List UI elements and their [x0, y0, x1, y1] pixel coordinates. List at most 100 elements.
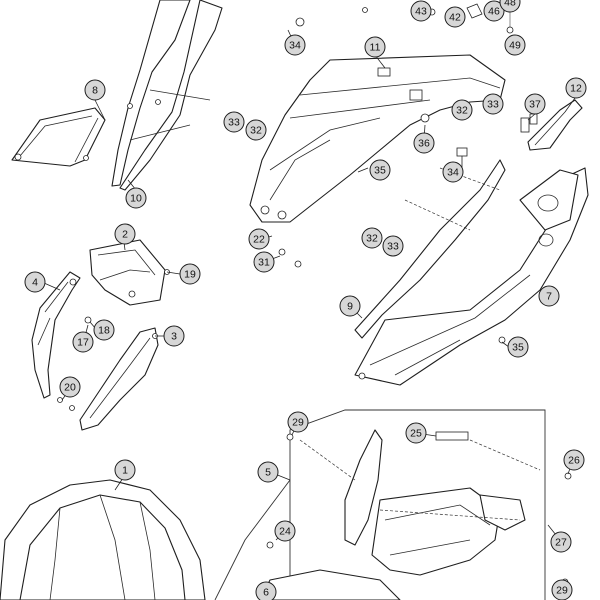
callout-circle: [369, 159, 391, 181]
callout-circle: [274, 520, 296, 542]
callout-label: 34: [447, 167, 459, 179]
callout-label: 35: [512, 342, 524, 354]
callout-circle: [93, 319, 115, 341]
callout-1: 1: [114, 459, 136, 481]
callout-circle: [339, 295, 361, 317]
callout-circle: [114, 223, 136, 245]
callout-label: 32: [250, 125, 262, 137]
callout-circle: [24, 271, 46, 293]
callout-label: 10: [130, 193, 142, 205]
callout-label: 32: [456, 105, 468, 117]
callout-label: 37: [529, 99, 541, 111]
callout-circle: [255, 581, 277, 600]
callout-label: 19: [184, 269, 196, 281]
callout-label: 11: [370, 42, 381, 54]
callout-19: 19: [179, 263, 201, 285]
callout-label: 29: [292, 417, 304, 429]
callout-29: 29: [287, 411, 309, 433]
callout-circle: [382, 235, 404, 257]
callout-label: 25: [410, 428, 422, 440]
callout-circle: [125, 187, 147, 209]
callout-circle: [72, 331, 94, 353]
callout-label: 33: [387, 241, 399, 253]
callout-circle: [451, 99, 473, 121]
callout-label: 29: [556, 585, 568, 597]
callout-circle: [248, 228, 270, 250]
callout-circle: [524, 93, 546, 115]
callout-34: 34: [442, 161, 464, 183]
callout-32: 32: [245, 119, 267, 141]
callout-circle: [413, 132, 435, 154]
callout-label: 2: [122, 229, 128, 241]
callout-circle: [179, 263, 201, 285]
callout-circle: [405, 422, 427, 444]
callout-circle: [504, 34, 526, 56]
callout-label: 34: [289, 40, 301, 52]
callout-circle: [410, 0, 432, 22]
part-side-panel-right: [354, 167, 589, 386]
callout-circle: [245, 119, 267, 141]
callout-22: 22: [248, 228, 270, 250]
callout-25: 25: [405, 422, 427, 444]
callout-24: 24: [274, 520, 296, 542]
callout-36: 36: [413, 132, 435, 154]
callout-35: 35: [507, 336, 529, 358]
callout-label: 35: [374, 165, 386, 177]
callout-circle: [223, 111, 245, 133]
callout-11: 11: [364, 36, 386, 58]
callout-label: 48: [504, 0, 516, 9]
callout-32: 32: [361, 227, 383, 249]
callout-label: 24: [279, 526, 291, 538]
callout-32: 32: [451, 99, 473, 121]
part-headlight-mask: [89, 239, 170, 306]
callout-circle: [499, 0, 521, 13]
callout-label: 1: [122, 465, 128, 477]
callout-42: 42: [444, 6, 466, 28]
callout-5: 5: [257, 461, 279, 483]
callout-2: 2: [114, 223, 136, 245]
callout-37: 37: [524, 93, 546, 115]
callout-label: 27: [555, 537, 567, 549]
callout-20: 20: [59, 376, 81, 398]
callout-circle: [482, 93, 504, 115]
part-side-rail: [354, 159, 506, 339]
callout-33: 33: [482, 93, 504, 115]
callout-4: 4: [24, 271, 46, 293]
part-fork-cover-left: [31, 271, 81, 399]
part-front-fender: [0, 479, 206, 600]
callout-label: 33: [487, 99, 499, 111]
callout-label: 26: [568, 455, 580, 467]
callout-circle: [444, 6, 466, 28]
callout-35: 35: [369, 159, 391, 181]
part-rear-fender: [249, 54, 506, 223]
callout-3: 3: [163, 325, 185, 347]
callout-label: 3: [171, 331, 177, 343]
callout-label: 32: [366, 233, 378, 245]
callout-46: 46: [483, 0, 505, 22]
callout-10: 10: [125, 187, 147, 209]
callout-circle: [284, 34, 306, 56]
callout-33: 33: [382, 235, 404, 257]
callout-18: 18: [93, 319, 115, 341]
callout-circle: [364, 36, 386, 58]
callout-43: 43: [410, 0, 432, 22]
part-side-cover-left: [11, 107, 106, 167]
part-frame-cover-tall: [111, 0, 223, 191]
part-grab-handle: [527, 99, 583, 151]
callout-label: 22: [253, 234, 265, 246]
callout-circle: [114, 459, 136, 481]
callout-7: 7: [538, 285, 560, 307]
callout-17: 17: [72, 331, 94, 353]
callout-circle: [507, 336, 529, 358]
callout-circle: [550, 531, 572, 553]
callout-12: 12: [565, 77, 587, 99]
callout-label: 7: [546, 291, 552, 303]
callout-label: 46: [488, 6, 500, 18]
callout-label: 17: [77, 337, 89, 349]
callout-circle: [538, 285, 560, 307]
callout-label: 36: [418, 138, 430, 150]
callout-circle: [361, 227, 383, 249]
callout-31: 31: [253, 251, 275, 273]
callout-circle: [257, 461, 279, 483]
